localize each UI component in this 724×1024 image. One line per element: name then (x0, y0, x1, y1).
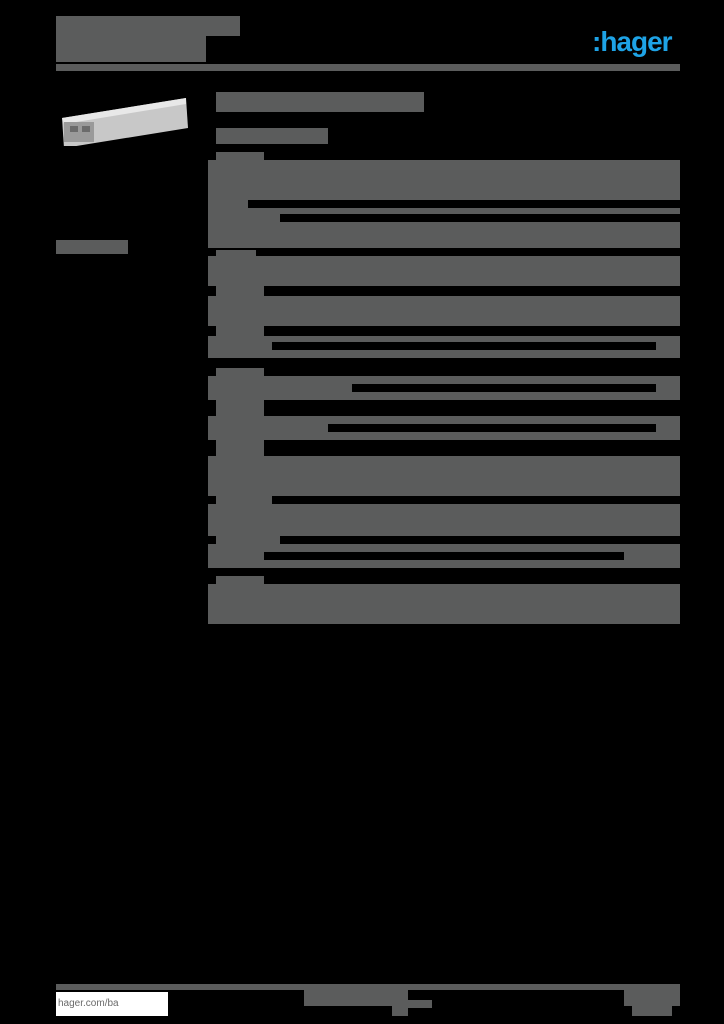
header-rule (56, 64, 680, 71)
footer-center-sub (392, 1008, 408, 1016)
product-image (62, 98, 188, 146)
spec-row (208, 384, 352, 392)
spec-row (624, 552, 680, 560)
spec-row (208, 296, 680, 326)
spec-row (216, 400, 264, 416)
spec-row (216, 496, 272, 504)
footer-center-mark (392, 1000, 432, 1008)
spec-row (656, 384, 680, 392)
spec-row (208, 584, 680, 624)
section-heading (216, 440, 264, 456)
spec-row (208, 560, 680, 568)
spec-row (208, 424, 328, 432)
product-subtitle (216, 128, 328, 144)
spec-row (208, 552, 264, 560)
spec-row (208, 456, 680, 496)
spec-row (656, 424, 680, 432)
spec-table (208, 160, 680, 200)
spec-row (216, 536, 280, 544)
spec-row (208, 222, 680, 248)
section-heading (216, 152, 264, 162)
footer-rule (56, 984, 680, 990)
footer-url[interactable]: hager.com/ba (56, 992, 168, 1016)
hager-logo: :hager (592, 26, 673, 57)
spec-row (208, 544, 680, 552)
section-heading (216, 368, 264, 378)
spec-row (216, 326, 264, 336)
spec-row (656, 342, 680, 350)
footer-center-text (304, 990, 408, 1006)
section-heading (216, 576, 264, 586)
spec-row (208, 208, 680, 214)
spec-row (208, 200, 248, 208)
spec-row (208, 214, 280, 222)
spec-row (208, 342, 272, 350)
spec-row (208, 432, 680, 440)
spec-row (208, 504, 680, 536)
product-title (216, 92, 424, 112)
spec-row (216, 286, 264, 296)
sidebar-label (56, 240, 128, 254)
footer-page-info (624, 990, 680, 1006)
spec-row (208, 350, 680, 358)
section-heading (216, 250, 256, 258)
spec-row (208, 336, 680, 342)
spec-row (208, 256, 680, 286)
footer-page-number (632, 1006, 672, 1016)
header-title (56, 16, 240, 36)
spec-row (208, 376, 680, 384)
spec-row (208, 392, 680, 400)
spec-row (208, 416, 680, 424)
header-subtitle (56, 36, 206, 62)
